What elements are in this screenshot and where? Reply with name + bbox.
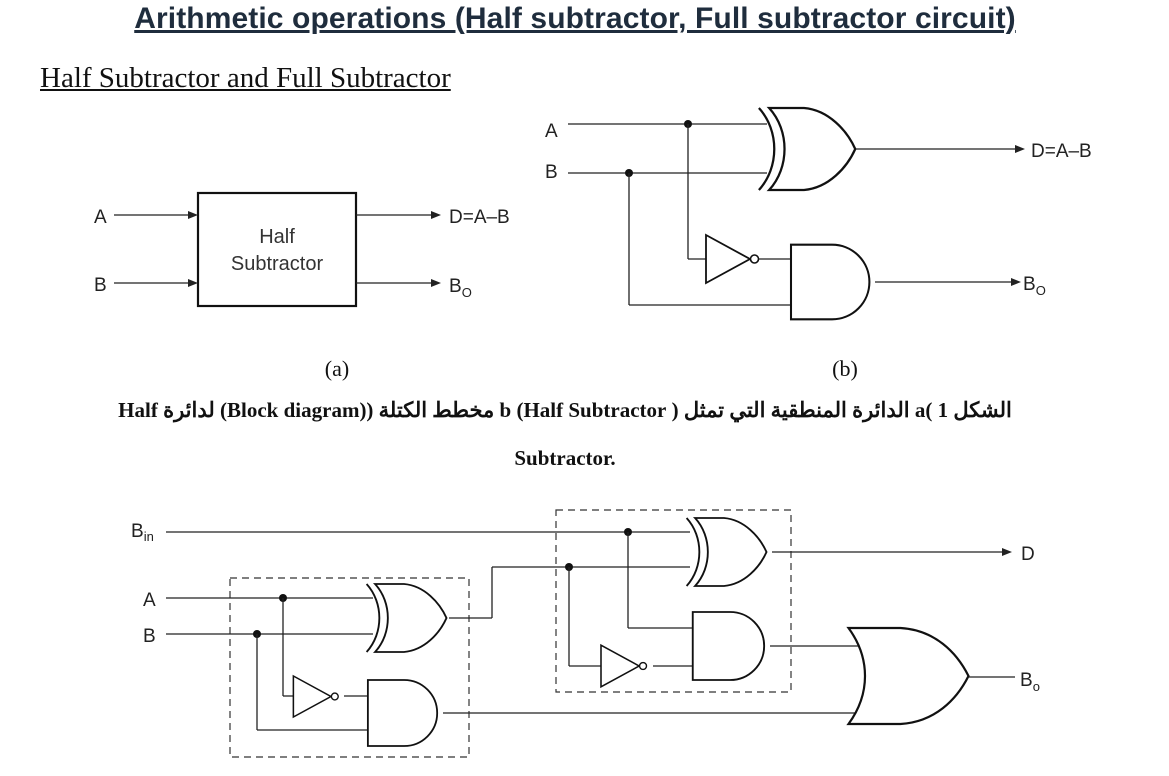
fig-a-output-d-label: D=A–B [449, 207, 510, 228]
fig-b-caption-label: (b) [832, 356, 858, 381]
full-not-gate-1 [292, 675, 339, 718]
page-title: Arithmetic operations (Half subtractor, … [134, 2, 1016, 35]
block-label-line1: Half [259, 226, 295, 248]
full-and-gate-2 [691, 611, 766, 681]
half-subtractor-block [196, 191, 358, 308]
fig-a-input-b-label: B [94, 275, 107, 296]
figure-caption-line2: Subtractor. [514, 446, 616, 470]
full-and-gate-1 [366, 679, 439, 747]
figure-b-logic-circuit: A B D=A–B BO (b) [545, 106, 1092, 381]
section-title: Half Subtractor and Full Subtractor [40, 62, 451, 94]
fig-b-output-bo-label: BO [1023, 274, 1046, 298]
half-subtractor-1-box [229, 577, 470, 758]
fig-b-xor-gate [757, 106, 857, 192]
full-input-b-label: B [143, 626, 156, 647]
fig-b-output-d-label: D=A–B [1031, 141, 1092, 162]
half-subtractor-2-box [555, 509, 792, 693]
fig-b-not-gate [705, 234, 760, 284]
block-label-line2: Subtractor [231, 253, 324, 275]
full-or-gate [847, 626, 970, 726]
full-not-gate-2 [600, 644, 648, 688]
fig-a-caption-label: (a) [325, 356, 349, 381]
figure-a-block-diagram: Half Subtractor A B D=A–B BO (a) [94, 191, 510, 381]
fig-a-input-a-label: A [94, 207, 107, 228]
figure-caption-line1: الشكل 1 )a الدائرة المنطقية التي تمثل ( … [118, 398, 1012, 422]
full-output-bo-label: Bo [1020, 670, 1040, 694]
fig-a-output-bo-label: BO [449, 276, 472, 300]
full-xor-gate-1 [365, 583, 448, 653]
fig-b-input-b-label: B [545, 162, 558, 183]
full-input-bin-label: Bin [131, 521, 154, 544]
full-xor-gate-2 [685, 516, 768, 588]
full-output-d-label: D [1021, 544, 1035, 565]
fig-b-input-a-label: A [545, 121, 558, 142]
full-input-a-label: A [143, 590, 156, 611]
figure-full-subtractor: Bin A B D [131, 509, 1040, 758]
fig-b-and-gate [789, 243, 871, 321]
